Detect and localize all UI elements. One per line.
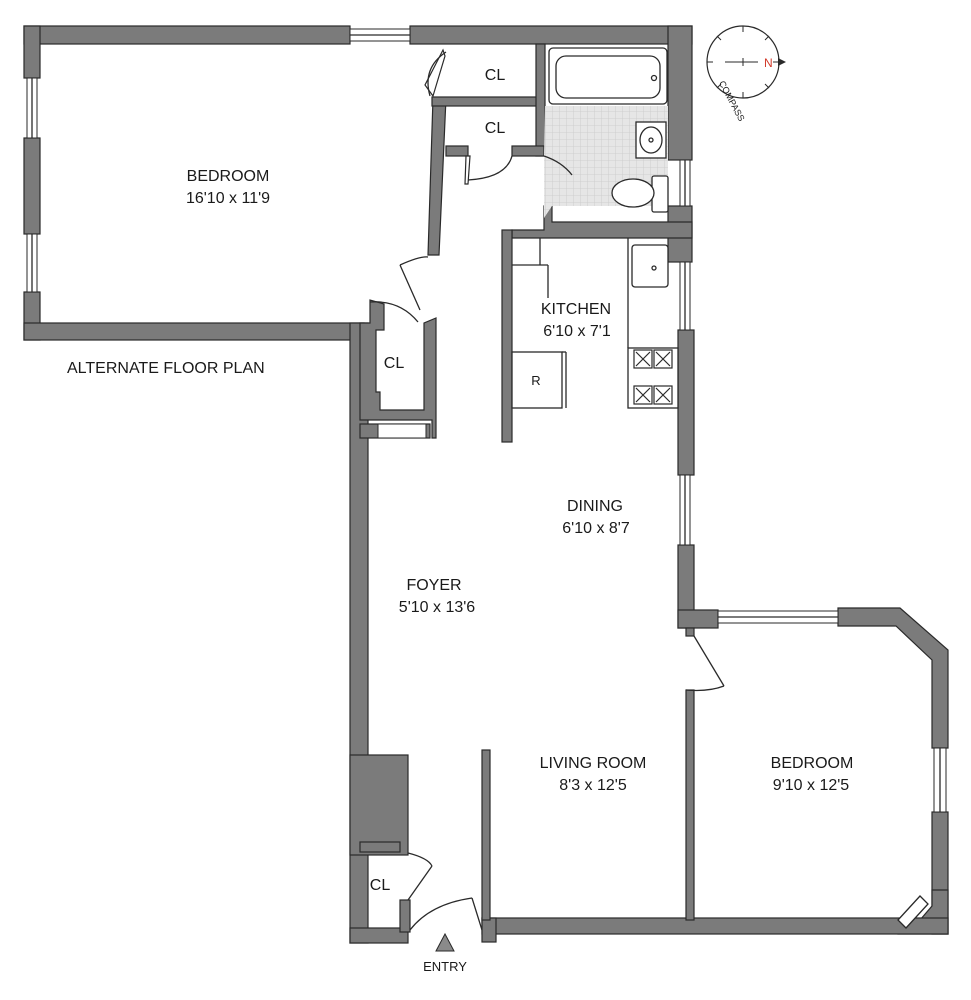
bedroom-small-name: BEDROOM (771, 755, 854, 772)
living-room-dims: 8'3 x 12'5 (559, 777, 627, 794)
dining-name: DINING (567, 498, 623, 515)
bedroom-small-dims: 9'10 x 12'5 (773, 777, 849, 794)
foyer-dims: 5'10 x 13'6 (399, 599, 475, 616)
bedroom-large-dims: 16'10 x 11'9 (186, 190, 270, 207)
refrigerator-label: R (531, 373, 540, 388)
closet-label: CL (485, 67, 506, 84)
kitchen-name: KITCHEN (541, 301, 611, 318)
walls (23, 25, 949, 944)
alternate-floor-plan-label: ALTERNATE FLOOR PLAN (67, 360, 265, 377)
compass-icon: N COMPASS (706, 25, 786, 123)
bedroom-large-name: BEDROOM (187, 168, 270, 185)
bathroom (544, 47, 669, 218)
kitchen-fixtures (511, 238, 679, 409)
entry-label: ENTRY (423, 959, 467, 974)
closet-label: CL (485, 120, 506, 137)
closet-label: CL (384, 355, 405, 372)
room-labels: BEDROOM 16'10 x 11'9 KITCHEN 6'10 x 7'1 … (67, 67, 853, 974)
compass-north-label: N (764, 56, 773, 70)
dining-dims: 6'10 x 8'7 (562, 520, 630, 537)
living-room-name: LIVING ROOM (540, 755, 647, 772)
closet-label: CL (370, 877, 391, 894)
windows (26, 28, 947, 813)
kitchen-dims: 6'10 x 7'1 (543, 323, 611, 340)
foyer-name: FOYER (406, 577, 461, 594)
doors (369, 48, 929, 931)
entry-arrow-icon (435, 932, 455, 952)
